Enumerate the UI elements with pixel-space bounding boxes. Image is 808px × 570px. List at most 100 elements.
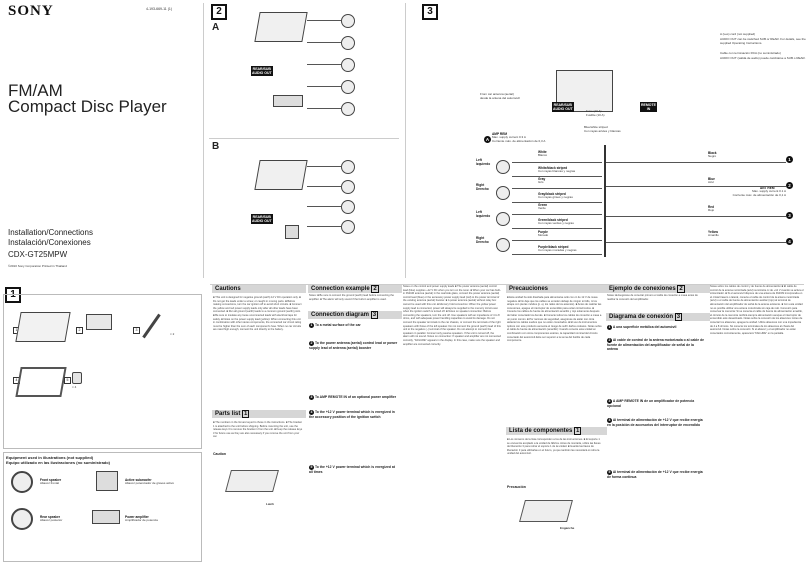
ejemplo-header: Ejemplo de conexiones 2 [606, 285, 710, 293]
equipment-title: Equipment used in illustrations (not sup… [6, 455, 94, 460]
cautions-text: ■ This unit is designed for negative gro… [213, 296, 302, 332]
part-5-number: 5 [64, 377, 71, 384]
diagrama-step-2: 2 Al cable de control de la antena motor… [607, 338, 705, 351]
part-4-qty: × 4 [72, 385, 77, 389]
right-wire-0-es: Negro [708, 154, 717, 158]
amplifier-a [273, 95, 303, 107]
ejemplo-text: Notas: ■ Asegúrese de conectar primero e… [607, 294, 698, 301]
diagrama-step-1: 1 A una superficie metálica del automóvi… [607, 325, 705, 330]
install-es: Instalación/Conexiones [8, 238, 91, 247]
diagram-step-3-text: To AMP REMOTE IN of an optional power am… [314, 395, 397, 399]
parts-list-header: Parts list 1 [212, 410, 306, 418]
frame-illustration [15, 367, 67, 397]
diagram-step-5: 5 To the +12 V power terminal which is e… [309, 465, 399, 474]
wire-label-0: White [538, 150, 547, 154]
left-label-bottom: Left Izquierdo [476, 210, 491, 218]
speaker-b-1 [341, 160, 355, 174]
rear-sub-label: REAR/SUB AUDIO OUT [552, 102, 574, 112]
spanish-notes-column: Notas sobre los cables de control y de f… [710, 285, 804, 335]
wire-label-6-es: Morado [538, 233, 549, 237]
wire-label-0-es: Blanco [538, 153, 548, 157]
screws-illustration [72, 372, 82, 384]
title-line2: Compact Disc Player [8, 97, 167, 116]
wire-label-1-es: Con rayas blancas y negras [538, 169, 576, 173]
brand-logo: SONY [8, 3, 54, 19]
speaker-b-2 [341, 180, 355, 194]
speaker-a-3 [341, 58, 355, 72]
section-2-number: 2 [211, 4, 227, 20]
diagram-step-1-text: To a metal surface of the car [314, 323, 361, 327]
diagram-step-5-text: To the +12 V power terminal which is ene… [309, 465, 395, 474]
right-wire-2-es: Rojo [708, 208, 715, 212]
model-name: CDX-GT25MPW [8, 250, 68, 259]
right-label-top: Right Derecho [476, 183, 489, 191]
diagrama-step-4-num: 4 [607, 418, 612, 423]
right-wire-3-es: Amarillo [708, 233, 719, 237]
right-label-bottom: Right Derecho [476, 236, 489, 244]
right-wire-3-num: 4 [786, 238, 793, 245]
blue-white-label: Blue/white striped Con rayas azules y bl… [584, 125, 621, 133]
left-label-top: Left Izquierdo [476, 158, 491, 166]
precaucion-label: Precaución [507, 485, 526, 489]
english-notes-column: Notes on the control and power supply le… [403, 285, 501, 346]
copyright: ©2010 Sony Corporation Printed in Thaila… [8, 264, 67, 268]
rear-sub-label-b: REAR/SUB AUDIO OUT [251, 214, 273, 224]
section-3-number: 3 [422, 4, 438, 20]
speaker-b-3 [341, 200, 355, 214]
latch-label: Latch [266, 502, 275, 506]
front-speaker-label: Front speaker [40, 478, 62, 482]
connection-example-text: Notes: ■ Be sure to connect the ground (… [309, 294, 394, 301]
head-unit-illustration [15, 312, 71, 342]
section-2: 2 A REAR/SUB AUDIO OUT B REAR/SUB AUDIO … [207, 0, 403, 280]
diagram-step-2-text: To the power antenna (aerial) control le… [309, 341, 398, 350]
subwoofer-label: Active subwoofer [125, 478, 152, 482]
right-wire-1: Blue [708, 177, 715, 181]
diagrama-step-3: 3 A AMP REMOTE IN de un amplificador de … [607, 399, 705, 408]
note-3: Cable con terminación RCA (no suministra… [720, 51, 781, 55]
diagrama-step-2-num: 2 [607, 338, 612, 343]
wire-label-2-es: Gris [538, 180, 544, 184]
speaker-a-2 [341, 36, 355, 50]
diagram-step-3-num: 3 [309, 395, 314, 400]
section-3: 3 From car antenna (aerial) desde la ant… [408, 0, 808, 280]
fuse-label: Fuse (10 A) Fusible (10 A) [586, 109, 605, 117]
rear-speaker-label-es: Altavoz posterior [40, 518, 63, 522]
equipment-title-es: Equipo utilizado en las ilustraciones (n… [6, 460, 111, 465]
speaker-b-4 [341, 220, 355, 234]
diagrama-header: Diagrama de conexión 3 [606, 313, 710, 321]
latch-illustration [225, 470, 279, 492]
speaker-a-5 [341, 102, 355, 116]
caution-label: Caution [213, 452, 227, 456]
wire-label-2: Gray [538, 177, 546, 181]
head-unit-rear [556, 70, 613, 112]
connection-diagram-header: Connection diagram 3 [308, 311, 402, 319]
lista-num: 1 [574, 427, 582, 435]
right-wire-0-num: 1 [786, 156, 793, 163]
ant-rem-sub: Max. supply current 0.1 A Corriente máx.… [732, 189, 786, 197]
diagrama-step-3-num: 3 [607, 399, 612, 404]
precauciones-text: ■ Esta unidad ha sido diseñada para alim… [507, 296, 602, 343]
part-3-number: 3 [133, 327, 140, 334]
enganche-illustration [519, 500, 573, 522]
cautions-header: Cautions [212, 285, 306, 293]
title-line1: FM/AM [8, 81, 63, 100]
diagrama-title: Diagrama de conexión [609, 314, 674, 320]
right-wire-1-num: 2 [786, 182, 793, 189]
diagram-step-1-num: 1 [309, 323, 314, 328]
diagrama-step-4-text: Al terminal de alimentación de +12 V que… [607, 418, 703, 427]
wire-label-6: Purple [538, 230, 548, 234]
connection-example-title: Connection example [311, 286, 370, 292]
parts-list-title: Parts list [215, 411, 241, 417]
install-en: Installation/Connections [8, 228, 93, 237]
right-wire-0: Black [708, 151, 717, 155]
amplifier-label: Power amplifier [125, 515, 149, 519]
diagram-step-3: 3 To AMP REMOTE IN of an optional power … [309, 395, 399, 400]
note-2: AUDIO OUT can be switched SUB or REAR. F… [720, 37, 806, 45]
ant-rem-label: ANT REM [760, 186, 775, 190]
diagrama-step-5-num: 5 [607, 470, 612, 475]
lista-text: ■ Los números de la lista corresponden a… [507, 438, 601, 456]
diagrama-step-4: 4 Al terminal de alimentación de +12 V q… [607, 418, 705, 427]
head-unit-b [254, 160, 308, 190]
amplifier-label-es: Amplificador de potencia [125, 518, 158, 522]
precauciones-header: Precauciones [506, 285, 607, 293]
